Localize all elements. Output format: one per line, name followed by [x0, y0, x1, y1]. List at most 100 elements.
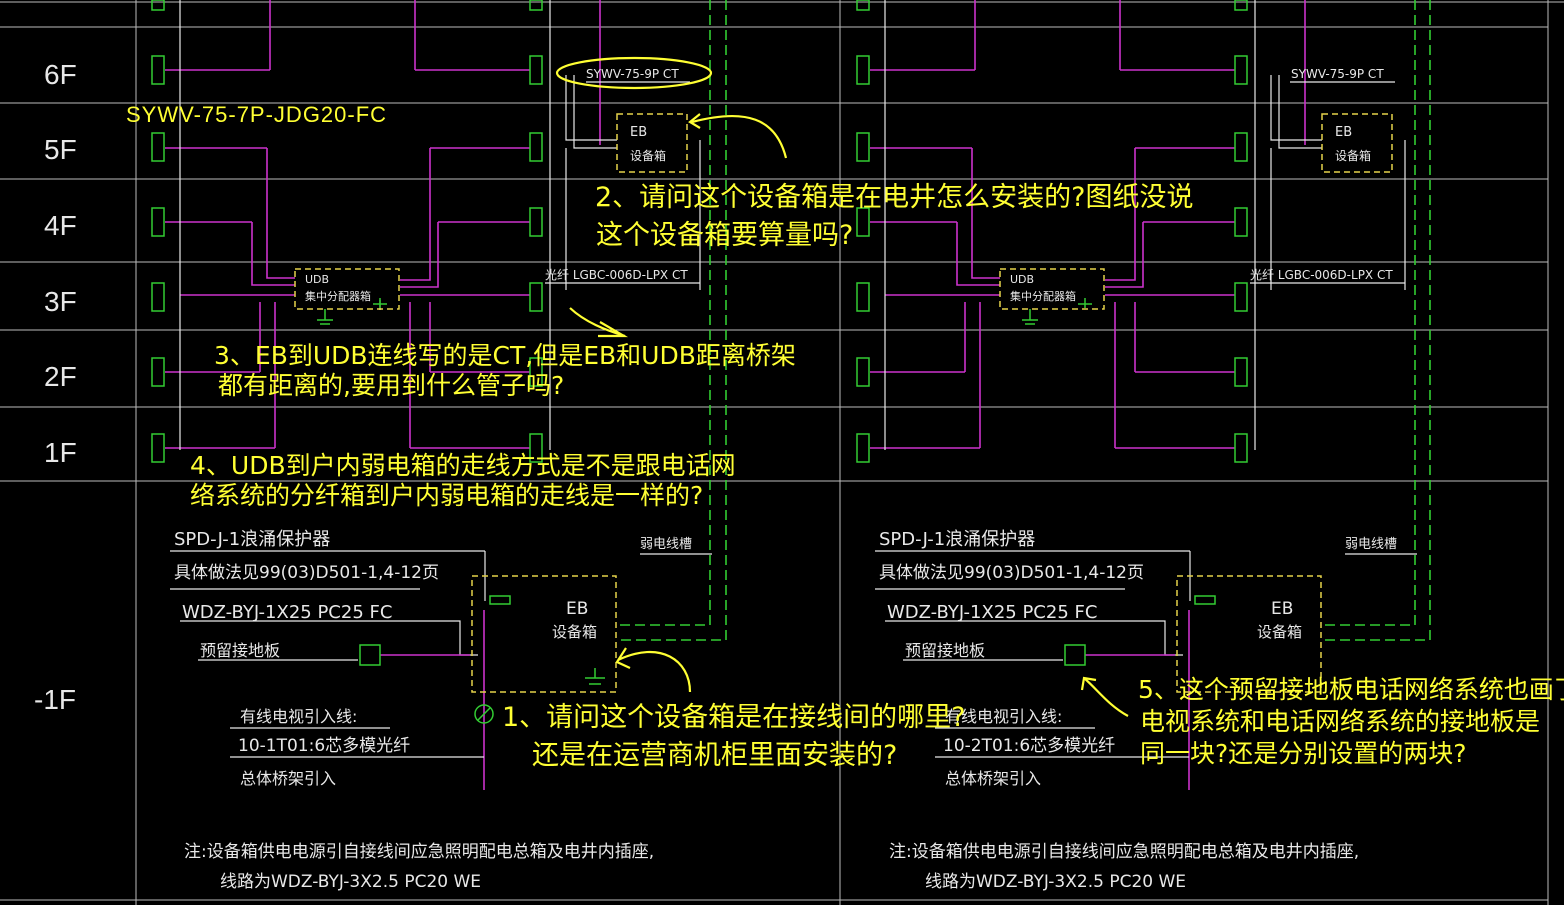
floor-label-3f: 3F — [44, 286, 77, 317]
floor-label-b1: -1F — [34, 684, 76, 715]
pointer-curve-q1 — [617, 650, 692, 693]
weak-current-tray-label: 弱电线槽 — [640, 537, 692, 552]
outlet-2f-left — [151, 357, 165, 387]
eb-basement-sublabel: 设备箱 — [552, 623, 597, 641]
bridge-entry-label: 总体桥架引入 — [945, 769, 1041, 788]
floor-label-2f: 2F — [44, 361, 77, 392]
outlet-top-left — [151, 0, 165, 11]
question-3-line2: 都有距离的,要用到什么管子吗? — [218, 371, 564, 400]
udb-sublabel: 集中分配器箱 — [1010, 289, 1076, 303]
eb-box-sublabel: 设备箱 — [630, 148, 666, 163]
question-3-line1: 3、EB到UDB连线写的是CT,但是EB和UDB距离桥架 — [214, 341, 796, 370]
sywv-cable-label: SYWV-75-9P CT — [1291, 67, 1384, 81]
outlet-5f-left — [151, 132, 165, 162]
outlet-4f-right — [529, 207, 543, 237]
ground-plate-terminal — [1064, 644, 1086, 666]
eb-box-sublabel: 设备箱 — [1335, 148, 1371, 163]
question-4-line1: 4、UDB到户内弱电箱的走线方式是不是跟电话网 — [190, 451, 736, 480]
weak-current-tray-label: 弱电线槽 — [1345, 537, 1397, 552]
ground-symbol — [1078, 298, 1092, 308]
outlet-top-right — [529, 0, 543, 11]
outlet-5f-right — [1234, 132, 1248, 162]
question-5-line2: 电视系统和电话网络系统的接地板是 — [1140, 707, 1540, 736]
power-note-line2: 线路为WDZ-BYJ-3X2.5 PC20 WE — [925, 872, 1186, 892]
pointer-arrowhead-q1 — [615, 647, 631, 669]
catv-entry-label: 有线电视引入线: — [240, 707, 357, 726]
outlet-6f-right — [1234, 55, 1248, 85]
eb-equipment-box-5f — [616, 113, 688, 173]
highlight-circle — [555, 56, 713, 90]
fiber-cable-label: 光纤 LGBC-006D-LPX CT — [1250, 268, 1393, 282]
power-note-line1: 注:设备箱供电电源引自接线间应急照明配电总箱及电井内插座, — [184, 842, 654, 862]
floor-label-4f: 4F — [44, 210, 77, 241]
power-note-line2: 线路为WDZ-BYJ-3X2.5 PC20 WE — [220, 872, 481, 892]
spd-device — [489, 595, 511, 605]
catv-entry-label: 有线电视引入线: — [945, 707, 1062, 726]
wdz-cable-label: WDZ-BYJ-1X25 PC25 FC — [887, 602, 1097, 623]
udb-distribution-box — [999, 268, 1105, 310]
outlet-3f-right — [529, 282, 543, 312]
floor-label-5f: 5F — [44, 134, 77, 165]
ground-plate-terminal — [359, 644, 381, 666]
eb-equipment-box-basement — [471, 575, 617, 693]
question-4-line2: 络系统的分纤箱到户内弱电箱的走线是一样的? — [190, 481, 703, 510]
ground-symbol — [1022, 309, 1038, 325]
outlet-5f-right — [529, 132, 543, 162]
pointer-curve-q5 — [1083, 677, 1129, 717]
wdz-cable-label: WDZ-BYJ-1X25 PC25 FC — [182, 602, 392, 623]
eb-equipment-box-basement — [1176, 575, 1322, 693]
question-1-line2: 还是在运营商机柜里面安装的? — [532, 740, 897, 771]
method-ref-label: 具体做法见99(03)D501-1,4-12页 — [174, 563, 439, 583]
spd-label: SPD-J-1浪涌保护器 — [174, 529, 330, 550]
question-5-line1: 5、这个预留接地板电话网络系统也画了 — [1138, 675, 1564, 704]
left-riser-diagram: EB 设备箱 SYWV-75-9P CT UDB 集中分配器箱 光纤 LGBC-… — [151, 0, 727, 892]
outlet-6f-left — [856, 55, 870, 85]
question-5-line3: 同一块?还是分别设置的两块? — [1140, 739, 1467, 768]
catv-entry-symbol — [474, 704, 494, 724]
outlet-2f-right — [529, 357, 543, 387]
outlet-3f-right — [1234, 282, 1248, 312]
eb-basement-label: EB — [566, 599, 588, 619]
outlet-6f-left — [151, 55, 165, 85]
fiber-entry-label: 10-1T01:6芯多模光纤 — [238, 736, 410, 756]
bridge-entry-label: 总体桥架引入 — [240, 769, 336, 788]
eb-basement-sublabel: 设备箱 — [1257, 623, 1302, 641]
outlet-1f-left — [856, 433, 870, 463]
question-1-line1: 1、请问这个设备箱是在接线间的哪里? — [502, 702, 966, 733]
pointer-curve-q2 — [691, 114, 788, 159]
power-note-line1: 注:设备箱供电电源引自接线间应急照明配电总箱及电井内插座, — [889, 842, 1359, 862]
udb-distribution-box — [294, 268, 400, 310]
outlet-top-left — [856, 0, 870, 11]
pointer-arrowhead-q2 — [688, 113, 701, 129]
outlet-1f-left — [151, 433, 165, 463]
ground-plate-label: 预留接地板 — [200, 641, 280, 660]
ground-symbol — [373, 298, 387, 308]
question-2-line1: 2、请问这个设备箱是在电井怎么安装的?图纸没说 — [595, 182, 1194, 213]
outlet-2f-left — [856, 357, 870, 387]
outlet-4f-left — [151, 207, 165, 237]
outlet-4f-left — [856, 207, 870, 237]
method-ref-label: 具体做法见99(03)D501-1,4-12页 — [879, 563, 1144, 583]
outlet-4f-right — [1234, 207, 1248, 237]
eb-equipment-box-5f — [1321, 113, 1393, 173]
right-riser-diagram: EB 设备箱 SYWV-75-9P CT UDB 集中分配器箱 光纤 LGBC-… — [856, 0, 1431, 892]
spd-label: SPD-J-1浪涌保护器 — [879, 529, 1035, 550]
udb-label: UDB — [305, 273, 329, 286]
udb-label: UDB — [1010, 273, 1034, 286]
pointer-arrowhead-q5 — [1080, 676, 1097, 691]
eb-box-label: EB — [630, 125, 647, 140]
coax-cable-label: SYWV-75-7P-JDG20-FC — [126, 102, 387, 127]
pointer-arrowhead-q3 — [598, 321, 629, 338]
outlet-1f-right — [529, 433, 543, 463]
outlet-top-right — [1234, 0, 1248, 11]
question-2-line2: 这个设备箱要算量吗? — [596, 220, 853, 251]
outlet-3f-left — [151, 282, 165, 312]
ground-symbol — [317, 309, 333, 325]
udb-sublabel: 集中分配器箱 — [305, 289, 371, 303]
outlet-5f-left — [856, 132, 870, 162]
outlet-1f-right — [1234, 433, 1248, 463]
sywv-cable-label: SYWV-75-9P CT — [586, 67, 679, 81]
ground-symbol — [585, 668, 605, 685]
eb-box-label: EB — [1335, 125, 1352, 140]
ground-plate-label: 预留接地板 — [905, 641, 985, 660]
